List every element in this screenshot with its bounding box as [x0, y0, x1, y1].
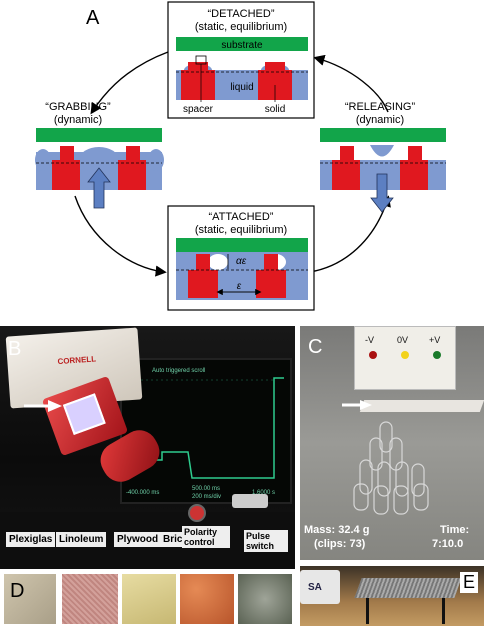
- swatch-plexiglas: [4, 574, 56, 624]
- clips-readout: (clips: 73): [314, 538, 366, 550]
- detached-liquid-label: liquid: [230, 82, 253, 93]
- photo-d-substrates: D: [0, 572, 295, 626]
- panel-label-d: D: [10, 580, 25, 602]
- leg-left: [366, 598, 369, 624]
- attached-gap-label: αε: [236, 256, 247, 267]
- photo-e-device: SA E: [300, 566, 484, 626]
- swatch-plywood: [122, 574, 176, 624]
- led-label-pos: +V: [429, 335, 441, 345]
- mechanism-diagram: A “DETACHED” (static, equilibrium) subst…: [35, 1, 446, 311]
- scope-left-text: -400.000 ms: [126, 490, 159, 496]
- led-label-neg: -V: [365, 335, 374, 345]
- photo-c-arrow-icon: [342, 400, 372, 410]
- attached-subtitle: (static, equilibrium): [195, 224, 287, 236]
- led-label-zero: 0V: [397, 335, 409, 345]
- card-text: SA: [308, 582, 322, 593]
- gripper-pad: [62, 393, 106, 435]
- swatch-linoleum: [62, 574, 118, 624]
- label-plexiglas: Plexiglas: [6, 532, 56, 547]
- releasing-subtitle: (dynamic): [356, 114, 404, 126]
- panel-label-e: E: [460, 572, 479, 593]
- scope-mid2-text: 200 ms/div: [192, 494, 221, 500]
- releasing-flow-down-icon: [370, 173, 394, 213]
- panel-label-b: B: [8, 338, 22, 360]
- label-plywood: Plywood: [114, 532, 162, 547]
- led-red-icon: [369, 351, 377, 359]
- label-linoleum: Linoleum: [56, 532, 107, 547]
- led-green-icon: [433, 351, 441, 359]
- attached-title: “ATTACHED”: [209, 211, 274, 223]
- attached-pitch-label: ε: [237, 281, 242, 292]
- grabbing-state: “GRABBING” (dynamic): [35, 101, 164, 209]
- detached-substrate-label: substrate: [221, 40, 263, 51]
- panel-label-c: C: [308, 336, 323, 358]
- device-brand-label: CORNELL: [57, 354, 97, 367]
- cycle-arrow-attached-to-releasing: [309, 195, 391, 273]
- detached-substrate: [176, 37, 308, 51]
- label-pulse-switch: Pulse switch: [244, 530, 288, 552]
- cycle-arrow-grabbing-to-attached: [74, 195, 167, 277]
- attached-state: “ATTACHED” (static, equilibrium) αε ε: [167, 205, 315, 311]
- time-label: Time:: [440, 524, 470, 536]
- releasing-title: “RELEASING”: [345, 101, 416, 113]
- time-readout: 7:10.0: [432, 538, 464, 550]
- label-polarity-control: Polarity control: [182, 526, 230, 548]
- detached-subtitle: (static, equilibrium): [195, 21, 287, 33]
- scope-header-text: Auto triggered scroll: [152, 368, 205, 374]
- scope-right-text: 1.6000 s: [252, 490, 275, 496]
- scope-mid-text: 500.00 ms: [192, 486, 220, 492]
- paperclip-cluster: [353, 421, 429, 515]
- leg-right: [442, 598, 445, 624]
- cycle-arrow-releasing-to-detached: [313, 54, 389, 113]
- led-yellow-icon: [401, 351, 409, 359]
- gripper-plate: [359, 400, 484, 412]
- releasing-state: “RELEASING” (dynamic): [320, 101, 446, 213]
- detached-title: “DETACHED”: [207, 8, 274, 20]
- mass-readout: Mass: 32.4 g: [304, 524, 370, 536]
- swatch-stone: [238, 574, 292, 624]
- oscilloscope-screen: Auto triggered scroll -400.000 ms 500.00…: [120, 358, 292, 504]
- photo-c-weight-test: -V 0V +V Mass: 32.4 g (clips: 73) Time: …: [300, 326, 484, 560]
- photo-b-arrow-icon: [24, 400, 62, 412]
- card-object: SA: [300, 570, 340, 604]
- photo-b-apparatus: Auto triggered scroll -400.000 ms 500.00…: [0, 326, 295, 569]
- circuit-board: -V 0V +V: [354, 326, 456, 390]
- detached-state: “DETACHED” (static, equilibrium) substra…: [167, 1, 315, 119]
- detached-solid-label: solid: [265, 104, 286, 115]
- grabbing-title: “GRABBING”: [45, 101, 111, 113]
- swatch-brick: [180, 574, 234, 624]
- panel-label-a: A: [86, 7, 100, 29]
- detached-spacer-label: spacer: [183, 104, 214, 115]
- cycle-arrow-detached-to-grabbing: [90, 51, 169, 115]
- polarity-knob: [188, 504, 206, 522]
- mesh-plate: [354, 578, 462, 598]
- grabbing-subtitle: (dynamic): [54, 114, 102, 126]
- grabbing-flow-up-icon: [87, 167, 111, 209]
- control-panel: Plexiglas Linoleum Plywood Brick Polarit…: [0, 494, 295, 569]
- pulse-switch-body: [232, 494, 268, 508]
